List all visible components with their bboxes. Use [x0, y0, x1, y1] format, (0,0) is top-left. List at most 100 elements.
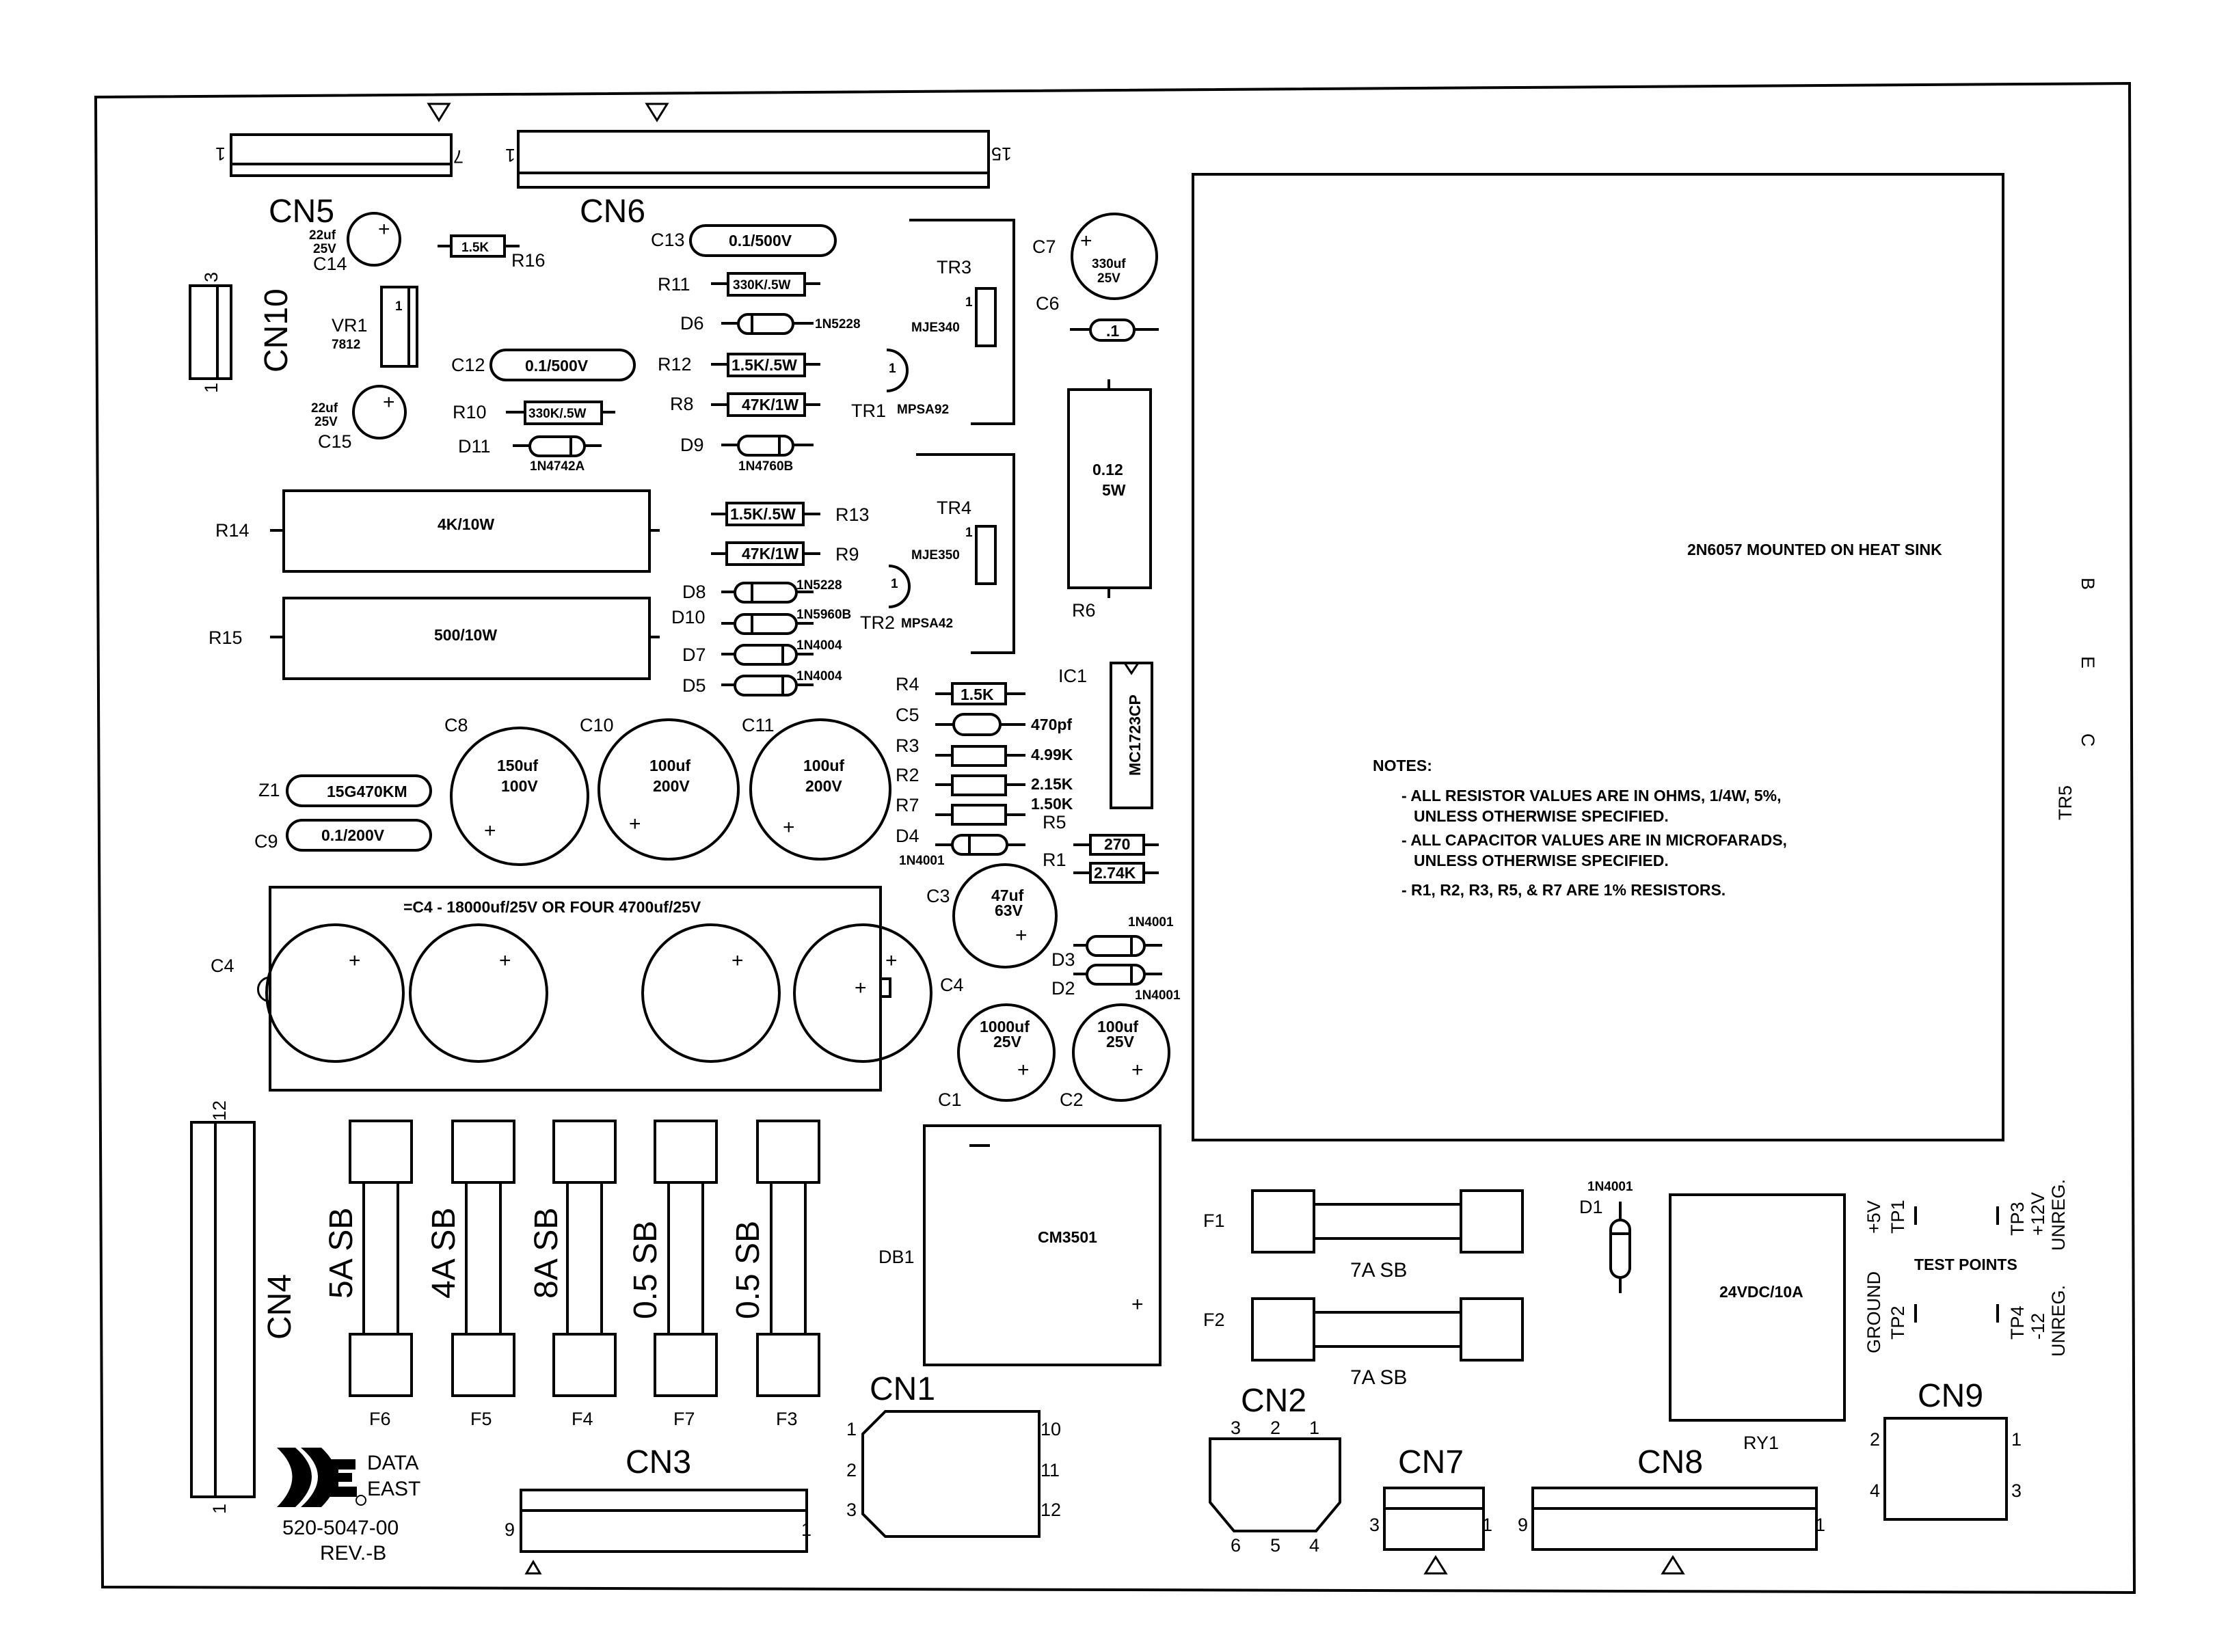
svg-text:F5: F5	[470, 1409, 492, 1429]
svg-text:4K/10W: 4K/10W	[438, 515, 494, 533]
transistor-tr3: 1 TR3 MJE340	[909, 219, 1015, 425]
svg-text:3: 3	[846, 1500, 857, 1520]
relay-ry1: 24VDC/10A RY1	[1669, 1193, 1846, 1453]
svg-text:D11: D11	[458, 436, 491, 457]
connector-label: CN8	[1637, 1444, 1703, 1480]
diode-d4: D4 1N4001	[896, 826, 1025, 868]
svg-text:100uf: 100uf	[803, 757, 844, 774]
svg-text:=C4 - 18000uf/25V OR FOUR 4700: =C4 - 18000uf/25V OR FOUR 4700uf/25V	[403, 898, 701, 916]
pin-label: 1	[201, 383, 222, 393]
svg-text:C: C	[2078, 733, 2098, 747]
svg-text:+: +	[1131, 1293, 1144, 1316]
svg-text:TR4: TR4	[937, 498, 971, 518]
svg-text:D5: D5	[682, 675, 706, 696]
svg-text:1N5960B: 1N5960B	[796, 608, 851, 622]
connector-cn4: 12 1 CN4	[190, 1100, 298, 1514]
fuse-f5: 4A SB F5	[426, 1120, 515, 1429]
svg-text:+12V: +12V	[2028, 1192, 2048, 1236]
svg-text:C2: C2	[1060, 1089, 1084, 1110]
connector-cn1: CN1 1 2 3 10 11 12	[846, 1371, 1061, 1538]
svg-text:1N4001: 1N4001	[1135, 988, 1181, 1003]
svg-text:R3: R3	[896, 735, 920, 756]
svg-text:100uf: 100uf	[1097, 1018, 1138, 1035]
capacitor-c10: 100uf 200V + C10	[580, 715, 740, 861]
diode-d8: D8 1N5228	[682, 578, 842, 604]
svg-text:C12: C12	[451, 355, 485, 375]
varistor-z1: 15G470KM Z1	[258, 774, 432, 807]
svg-text:1N5228: 1N5228	[815, 317, 861, 331]
svg-text:R9: R9	[835, 544, 859, 565]
capacitor-c15: + 22uf 25V C15	[311, 385, 407, 452]
pin1-marker-icon	[427, 103, 451, 122]
capacitor-c13: 0.1/500V C13	[651, 224, 837, 257]
svg-text:3: 3	[2011, 1480, 2022, 1501]
connector-label: CN7	[1398, 1444, 1464, 1480]
svg-text:1: 1	[1309, 1418, 1319, 1438]
resistor-r12: 1.5K/.5W R12	[658, 353, 820, 377]
svg-text:1N4004: 1N4004	[796, 638, 842, 653]
svg-text:0.1/500V: 0.1/500V	[525, 357, 589, 375]
svg-text:TR3: TR3	[937, 257, 971, 277]
svg-text:500/10W: 500/10W	[434, 626, 497, 644]
svg-text:MPSA92: MPSA92	[897, 403, 949, 417]
svg-text:+: +	[378, 218, 390, 241]
svg-text:TR1: TR1	[851, 401, 886, 421]
svg-text:1: 1	[2011, 1429, 2022, 1450]
svg-text:47uf: 47uf	[991, 886, 1024, 904]
test-point-tp2: TP2 GROUND	[1864, 1271, 1917, 1353]
capacitor-c14: + 22uf 25V C14	[309, 212, 401, 274]
svg-text:+: +	[1080, 230, 1092, 252]
svg-text:UNREG.: UNREG.	[2048, 1285, 2069, 1357]
svg-text:C9: C9	[254, 831, 278, 852]
diode-d1: D1 1N4001	[1579, 1180, 1633, 1293]
svg-text:100uf: 100uf	[649, 757, 690, 774]
svg-text:4: 4	[1309, 1535, 1319, 1556]
svg-text:E: E	[2078, 656, 2098, 668]
svg-text:C13: C13	[651, 230, 685, 250]
svg-text:D9: D9	[680, 435, 704, 455]
svg-text:1000uf: 1000uf	[980, 1018, 1030, 1035]
svg-text:330K/.5W: 330K/.5W	[528, 407, 587, 421]
capacitor-c11: 100uf 200V + C11	[742, 715, 891, 861]
svg-text:22uf: 22uf	[311, 401, 338, 416]
svg-text:22uf: 22uf	[309, 228, 336, 243]
board-outline	[94, 81, 2136, 1595]
svg-text:C5: C5	[896, 705, 920, 725]
svg-text:D4: D4	[896, 826, 920, 846]
connector-cn8: CN8 9 1	[1518, 1444, 1825, 1575]
svg-text:1: 1	[889, 362, 896, 376]
svg-text:D6: D6	[680, 313, 704, 334]
svg-text:D8: D8	[682, 582, 706, 602]
connector-label: CN6	[580, 193, 645, 230]
svg-text:R10: R10	[453, 402, 487, 422]
resistor-r5: 270 R5	[1043, 812, 1159, 856]
connector-label: CN1	[870, 1371, 935, 1407]
svg-text:12: 12	[1041, 1500, 1061, 1520]
resistor-r1: 2.74K R1	[1043, 850, 1159, 884]
connector-label: CN9	[1918, 1378, 1983, 1414]
svg-text:0.5 SB: 0.5 SB	[730, 1221, 766, 1319]
svg-text:330uf: 330uf	[1092, 257, 1126, 271]
capacitor-c6: .1 C6	[1036, 293, 1159, 342]
svg-text:470pf: 470pf	[1031, 716, 1072, 733]
connector-label: CN10	[258, 288, 295, 373]
svg-text:1: 1	[846, 1419, 857, 1439]
pin-label: 1	[505, 145, 515, 165]
connector-cn7: CN7 3 1	[1369, 1444, 1492, 1575]
test-points: TEST POINTS TP1 +5V TP2 GROUND TP3 +12V …	[1864, 1179, 2069, 1357]
svg-text:TP1: TP1	[1888, 1200, 1908, 1234]
resistor-r14: 4K/10W R14	[215, 489, 660, 573]
svg-text:D1: D1	[1579, 1197, 1603, 1217]
svg-text:0.5 SB: 0.5 SB	[628, 1221, 664, 1319]
logo-text: DATA	[367, 1452, 419, 1474]
svg-text:D7: D7	[682, 645, 706, 665]
svg-text:1.50K: 1.50K	[1031, 795, 1073, 813]
svg-text:TP2: TP2	[1888, 1305, 1908, 1340]
transistor-tr5: 2N6057 MOUNTED ON HEAT SINK TR5 B E C	[1192, 173, 2098, 1141]
svg-text:MC1723CP: MC1723CP	[1126, 694, 1144, 776]
bridge-db1: CM3501 + DB1	[878, 1124, 1162, 1366]
svg-text:+: +	[783, 816, 795, 839]
svg-text:-12: -12	[2028, 1313, 2048, 1340]
capacitor-c3: 47uf 63V + C3	[926, 863, 1058, 969]
